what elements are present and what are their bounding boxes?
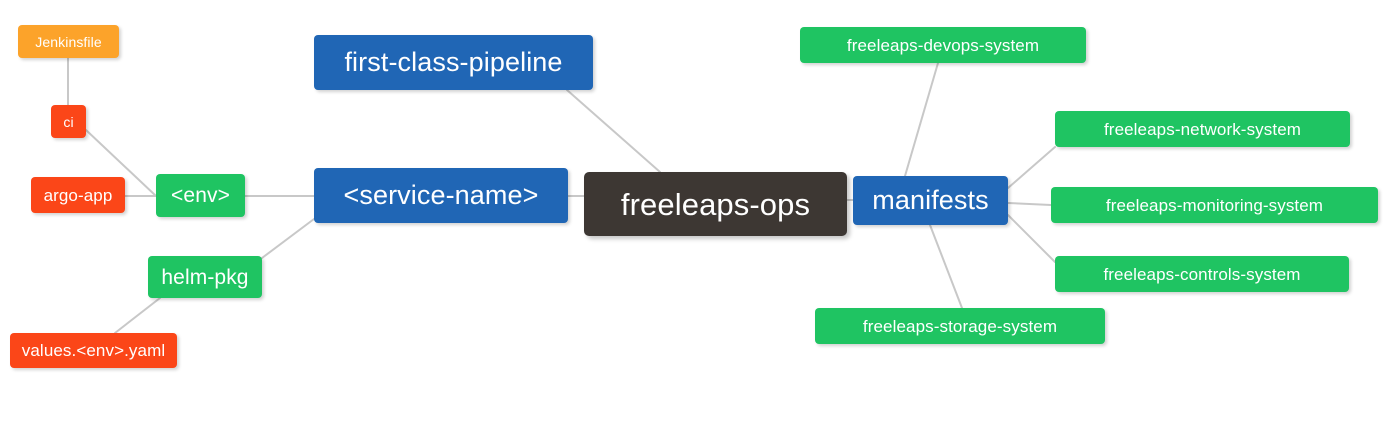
node-label-freeleaps-network-system: freeleaps-network-system bbox=[1103, 119, 1302, 139]
node-label-freeleaps-storage-system: freeleaps-storage-system bbox=[862, 316, 1058, 336]
node-first-class-pipeline[interactable]: first-class-pipeline bbox=[314, 35, 593, 90]
node-label-argo-app: argo-app bbox=[43, 185, 113, 205]
node-service-name[interactable]: <service-name> bbox=[314, 168, 568, 223]
node-values-yaml[interactable]: values.<env>.yaml bbox=[10, 333, 177, 368]
node-label-first-class-pipeline: first-class-pipeline bbox=[344, 47, 563, 77]
node-freeleaps-network-system[interactable]: freeleaps-network-system bbox=[1055, 111, 1350, 147]
edge-manifests-to-freeleaps-monitoring-system bbox=[1007, 202, 1052, 206]
node-argo-app[interactable]: argo-app bbox=[31, 177, 125, 213]
edge-service-name-to-helm-pkg bbox=[261, 218, 315, 259]
node-freeleaps-storage-system[interactable]: freeleaps-storage-system bbox=[815, 308, 1105, 344]
node-freeleaps-ops[interactable]: freeleaps-ops bbox=[584, 172, 847, 236]
node-label-ci: ci bbox=[63, 113, 74, 130]
edge-helm-pkg-to-values-yaml bbox=[114, 297, 161, 334]
edge-first-class-pipeline-to-freeleaps-ops bbox=[566, 89, 661, 173]
node-freeleaps-devops-system[interactable]: freeleaps-devops-system bbox=[800, 27, 1086, 63]
node-label-env: <env> bbox=[171, 184, 230, 207]
node-ci[interactable]: ci bbox=[51, 105, 86, 138]
node-freeleaps-monitoring-system[interactable]: freeleaps-monitoring-system bbox=[1051, 187, 1378, 223]
edge-manifests-to-freeleaps-controls-system bbox=[1007, 214, 1056, 263]
node-freeleaps-controls-system[interactable]: freeleaps-controls-system bbox=[1055, 256, 1349, 292]
node-helm-pkg[interactable]: helm-pkg bbox=[148, 256, 262, 298]
node-label-helm-pkg: helm-pkg bbox=[161, 265, 249, 289]
node-label-jenkinsfile: Jenkinsfile bbox=[35, 33, 102, 50]
node-label-values-yaml: values.<env>.yaml bbox=[21, 341, 166, 360]
node-jenkinsfile[interactable]: Jenkinsfile bbox=[18, 25, 119, 58]
node-label-service-name: <service-name> bbox=[343, 180, 539, 210]
node-label-freeleaps-ops: freeleaps-ops bbox=[620, 186, 811, 222]
node-label-manifests: manifests bbox=[872, 185, 989, 215]
node-env[interactable]: <env> bbox=[156, 174, 245, 217]
edge-manifests-to-freeleaps-network-system bbox=[1007, 146, 1056, 189]
node-label-freeleaps-controls-system: freeleaps-controls-system bbox=[1103, 264, 1301, 284]
edge-manifests-to-freeleaps-storage-system bbox=[929, 224, 963, 309]
node-manifests[interactable]: manifests bbox=[853, 176, 1008, 225]
edge-freeleaps-devops-system-to-manifests bbox=[904, 62, 939, 177]
node-label-freeleaps-monitoring-system: freeleaps-monitoring-system bbox=[1105, 195, 1324, 215]
node-label-freeleaps-devops-system: freeleaps-devops-system bbox=[846, 35, 1040, 55]
